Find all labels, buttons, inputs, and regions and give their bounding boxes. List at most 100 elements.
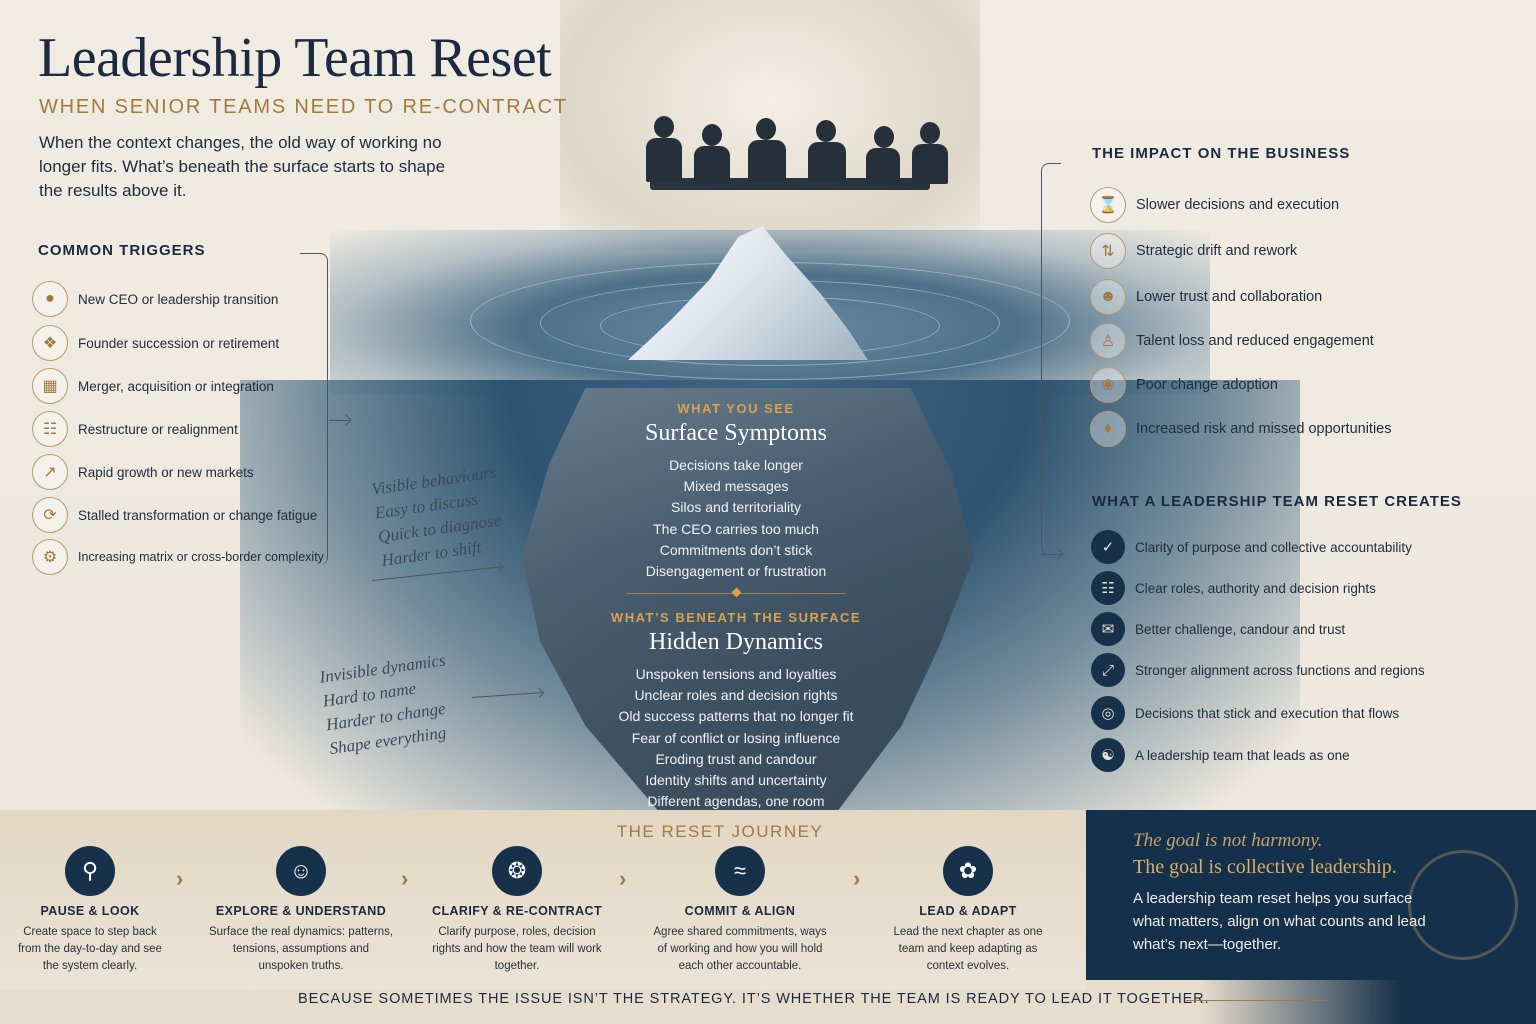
creates-label: Decisions that stick and execution that … <box>1135 705 1400 721</box>
surface-caption: WHAT YOU SEE <box>677 401 795 416</box>
impact-item: ⌛ Slower decisions and execution <box>1090 187 1339 223</box>
risk-icon: ♦ <box>1090 411 1126 447</box>
page-title: Leadership Team Reset <box>38 27 552 89</box>
symptom-item: Disengagement or frustration <box>645 563 827 580</box>
impact-label: Slower decisions and execution <box>1136 197 1340 213</box>
compass-icon: ✓ <box>1091 530 1125 564</box>
footer-tagline: BECAUSE SOMETIMES THE ISSUE ISN’T THE ST… <box>298 991 1210 1007</box>
symptom-item: Commitments don’t stick <box>659 541 813 558</box>
trigger-label: Increasing matrix or cross-border comple… <box>78 550 324 564</box>
symptom-item: Decisions take longer <box>669 457 803 473</box>
globe-icon: ⚙ <box>32 539 68 575</box>
journey-step: ❂ CLARIFY & RE-CONTRACT Clarify purpose,… <box>420 846 614 975</box>
step-title: CLARIFY & RE-CONTRACT <box>432 904 602 918</box>
creates-item: ◎ Decisions that stick and execution tha… <box>1091 696 1399 730</box>
journey-heading: THE RESET JOURNEY <box>0 822 1440 842</box>
trigger-item: ⚙ Increasing matrix or cross-border comp… <box>32 539 324 575</box>
visible-notes: Visible behaviours Easy to discuss Quick… <box>370 460 508 573</box>
dynamic-item: Identity shifts and uncertainty <box>645 772 827 789</box>
person-silhouette <box>920 122 940 144</box>
impact-arrow <box>1041 554 1061 555</box>
impact-bracket <box>1041 163 1061 555</box>
person-silhouette <box>646 138 682 182</box>
step-title: EXPLORE & UNDERSTAND <box>215 904 387 918</box>
trigger-item: ▦ Merger, acquisition or integration <box>32 368 274 404</box>
goal-line-1: The goal is not harmony. <box>1133 830 1323 851</box>
dynamic-item: Old success patterns that no longer fit <box>618 708 854 725</box>
impact-label: Strategic drift and rework <box>1136 243 1298 259</box>
impact-label: Lower trust and collaboration <box>1136 289 1323 305</box>
trigger-item: ↗ Rapid growth or new markets <box>32 454 254 490</box>
hidden-caption: WHAT’S BENEATH THE SURFACE <box>610 610 862 625</box>
surface-title: Surface Symptoms <box>645 420 827 446</box>
chevron-right-icon: › <box>619 866 627 891</box>
person-leaving-icon: ♙ <box>1090 323 1126 359</box>
org-chart-icon: ☷ <box>32 411 68 447</box>
journey-step: ✿ LEAD & ADAPT Lead the next chapter as … <box>868 846 1068 975</box>
creates-label: Better challenge, candour and trust <box>1135 621 1346 637</box>
symptom-item: Silos and territoriality <box>671 499 801 516</box>
creates-item: ✓ Clarity of purpose and collective acco… <box>1091 530 1412 564</box>
symptom-item: Mixed messages <box>683 478 789 495</box>
trigger-label: Founder succession or retirement <box>78 335 280 351</box>
creates-label: Clear roles, authority and decision righ… <box>1135 580 1376 596</box>
creates-item: ⤢ Stronger alignment across functions an… <box>1091 653 1425 687</box>
step-title: LEAD & ADAPT <box>919 904 1017 918</box>
creates-item: ☯ A leadership team that leads as one <box>1091 738 1350 772</box>
dynamic-item: Unspoken tensions and loyalties <box>635 666 837 682</box>
creates-item: ✉ Better challenge, candour and trust <box>1091 612 1345 646</box>
step-title: PAUSE & LOOK <box>40 904 140 918</box>
person-silhouette <box>912 144 948 184</box>
person-icon: ● <box>32 281 68 317</box>
trigger-label: Restructure or realignment <box>78 421 238 437</box>
step-title: COMMIT & ALIGN <box>684 904 796 918</box>
chevron-right-icon: › <box>176 866 184 891</box>
impact-heading: THE IMPACT ON THE BUSINESS <box>1092 145 1351 162</box>
impact-item: ⇅ Strategic drift and rework <box>1090 233 1297 269</box>
journey-step: ⚲ PAUSE & LOOK Create space to step back… <box>0 846 190 975</box>
drift-icon: ⇅ <box>1090 233 1126 269</box>
plant-wilt-icon: ❀ <box>1090 367 1126 403</box>
ring-brushstroke-icon <box>1408 850 1518 960</box>
creates-label: A leadership team that leads as one <box>1135 747 1350 763</box>
intro-text: When the context changes, the old way of… <box>39 133 446 200</box>
triggers-heading: COMMON TRIGGERS <box>38 242 206 259</box>
invisible-notes: Invisible dynamics Hard to name Harder t… <box>318 648 457 761</box>
meeting-silhouette <box>620 110 960 230</box>
hidden-dynamics: WHAT’S BENEATH THE SURFACE Hidden Dynami… <box>586 610 886 812</box>
venn-icon: ❂ <box>492 846 542 896</box>
impact-item: ♙ Talent loss and reduced engagement <box>1090 323 1374 359</box>
person-silhouette <box>816 120 836 142</box>
org-chart-icon: ☷ <box>1091 571 1125 605</box>
chevron-right-icon: › <box>853 866 861 891</box>
triggers-bracket <box>300 253 328 565</box>
creates-heading: WHAT A LEADERSHIP TEAM RESET CREATES <box>1092 493 1462 510</box>
step-desc: Lead the next chapter as one team and ke… <box>893 926 1043 972</box>
target-icon: ◎ <box>1091 696 1125 730</box>
waves-icon: ≈ <box>715 846 765 896</box>
impact-label: Increased risk and missed opportunities <box>1136 421 1392 437</box>
trigger-item: ● New CEO or leadership transition <box>32 281 278 317</box>
dynamic-item: Fear of conflict or losing influence <box>631 729 841 746</box>
footer-rule <box>1186 1000 1326 1001</box>
journey-band-inner <box>0 810 1086 990</box>
person-silhouette <box>756 118 776 140</box>
growth-chart-icon: ↗ <box>32 454 68 490</box>
group-icon: ☻ <box>1090 279 1126 315</box>
trigger-item: ⟳ Stalled transformation or change fatig… <box>32 497 317 533</box>
goal-body: A leadership team reset helps you surfac… <box>1133 890 1426 953</box>
journey-heading-text: THE RESET JOURNEY <box>616 822 824 841</box>
sprout-icon: ✿ <box>943 846 993 896</box>
dynamic-item: Eroding trust and candour <box>655 750 817 767</box>
goal-line-2: The goal is collective leadership. <box>1133 856 1397 878</box>
symptom-item: The CEO carries too much <box>653 520 819 537</box>
step-desc: Create space to step back from the day-t… <box>18 926 162 972</box>
impact-label: Talent loss and reduced engagement <box>1136 333 1374 349</box>
dynamic-item: Unclear roles and decision rights <box>634 687 838 704</box>
footer-shade <box>1200 980 1536 1024</box>
trigger-label: Rapid growth or new markets <box>78 464 254 480</box>
person-silhouette <box>748 140 786 182</box>
puzzle-icon: ▦ <box>32 368 68 404</box>
step-desc: Surface the real dynamics: patterns, ten… <box>208 926 394 972</box>
chevron-right-icon: › <box>401 866 409 891</box>
